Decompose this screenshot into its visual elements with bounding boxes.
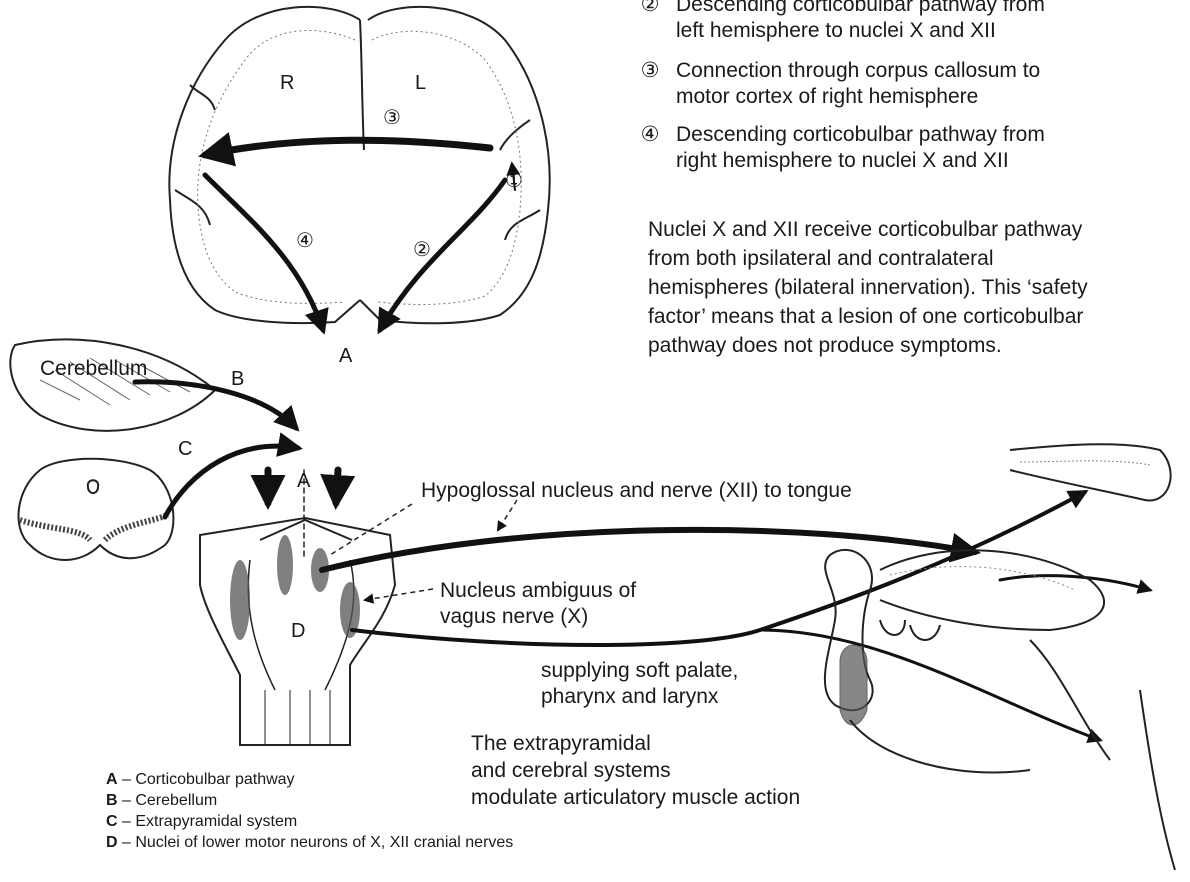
legend-text: – Extrapyramidal system (118, 813, 298, 830)
legend-text: – Nuclei of lower motor neurons of X, XI… (118, 834, 514, 851)
marker-1-brain: ① (505, 168, 523, 193)
pathway-note-4-text: Descending corticobulbar pathway from ri… (676, 122, 1045, 174)
legend-key: B (106, 792, 118, 809)
hypoglossal-label: Hypoglossal nucleus and nerve (XII) to t… (421, 478, 852, 504)
extrapyramidal-section (19, 459, 174, 560)
legend-item-d: D – Nuclei of lower motor neurons of X, … (106, 833, 513, 853)
left-hemisphere-label: L (415, 72, 426, 95)
legend-key: C (106, 813, 118, 830)
legend-text: – Cerebellum (118, 792, 218, 809)
pathway-note-4: ④ Descending corticobulbar pathway from r… (640, 122, 1045, 174)
label-c: C (178, 438, 192, 461)
right-hemisphere-label: R (280, 72, 294, 95)
brain-arrows (205, 140, 515, 330)
pathway-note-2-text: Descending corticobulbar pathway from le… (676, 0, 1045, 44)
cerebellum-label: Cerebellum (40, 356, 147, 382)
cortex-inner-line (198, 30, 522, 304)
oral-cavity-sketch (825, 444, 1175, 870)
legend-item-a: A – Corticobulbar pathway (106, 770, 295, 790)
marker-4: ④ (640, 122, 660, 148)
modulation-label: The extrapyramidal and cerebral systems … (471, 730, 800, 811)
pathway-note-3: ③ Connection through corpus callosum to m… (640, 58, 1040, 110)
nucleus-ambiguus-label: Nucleus ambiguus of vagus nerve (X) (440, 578, 636, 630)
brain-outline (169, 7, 549, 323)
marker-2-brain: ② (413, 237, 431, 262)
label-a-stem: A (297, 470, 310, 493)
label-a-top: A (339, 345, 352, 368)
label-d: D (291, 620, 305, 643)
legend-item-b: B – Cerebellum (106, 791, 217, 811)
pathway-note-2: ② Descending corticobulbar pathway from l… (640, 0, 1045, 44)
supplying-label: supplying soft palate, pharynx and laryn… (541, 658, 738, 710)
bilateral-innervation-summary: Nuclei X and XII receive corticobulbar p… (648, 215, 1088, 360)
marker-3-brain: ③ (383, 105, 401, 130)
marker-4-brain: ④ (296, 228, 314, 253)
marker-2: ② (640, 0, 660, 18)
legend-key: D (106, 834, 118, 851)
legend-item-c: C – Extrapyramidal system (106, 812, 297, 832)
legend-key: A (106, 771, 118, 788)
label-b: B (231, 368, 244, 391)
marker-3: ③ (640, 58, 660, 84)
legend-text: – Corticobulbar pathway (118, 771, 295, 788)
pathway-note-3-text: Connection through corpus callosum to mo… (676, 58, 1040, 110)
